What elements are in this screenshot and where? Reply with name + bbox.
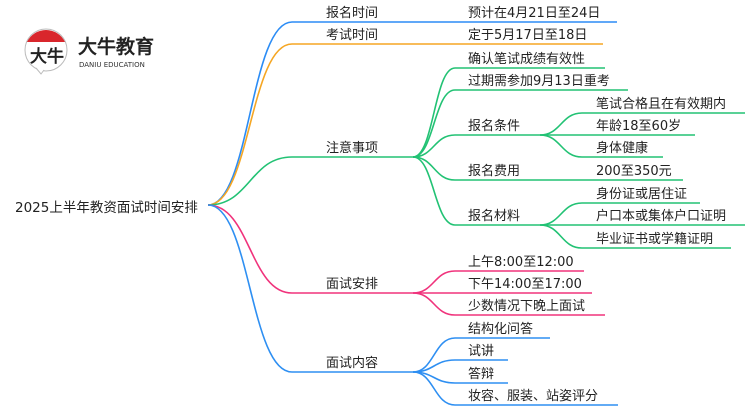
branch-node[interactable]: 考试时间 — [326, 28, 378, 43]
branch-node[interactable]: 报名时间 — [326, 5, 378, 21]
branch-line — [207, 43, 413, 206]
branch-node[interactable]: 注意事项 — [326, 140, 378, 156]
root-node[interactable]: 2025上半年教资面试时间安排 — [15, 200, 198, 216]
child-node[interactable]: 确认笔试成绩有效性 — [468, 51, 585, 67]
branch-node[interactable]: 面试安排 — [326, 277, 378, 292]
child-node[interactable]: 妆容、服装、站姿评分 — [468, 388, 598, 404]
leaf-node[interactable]: 年龄18至60岁 — [596, 119, 681, 134]
child-node[interactable]: 报名条件 — [468, 118, 520, 134]
branch-line — [207, 21, 413, 206]
leaf-node[interactable]: 定于5月17日至18日 — [468, 28, 587, 43]
child-node[interactable]: 报名费用 — [468, 163, 520, 179]
branch-line — [207, 204, 413, 294]
child-node[interactable]: 上午8:00至12:00 — [468, 255, 574, 270]
child-line — [412, 134, 540, 158]
branch-line — [207, 204, 413, 373]
logo-cn: 大牛教育 — [78, 35, 154, 58]
child-line — [412, 371, 618, 406]
branch-node[interactable]: 面试内容 — [326, 355, 378, 371]
branch-line — [207, 156, 413, 206]
logo-mark-icon: 大牛 大牛教育 DANIU EDUCATION — [24, 28, 154, 75]
leaf-node[interactable]: 200至350元 — [596, 164, 672, 179]
child-line — [412, 67, 605, 158]
child-node[interactable]: 报名材料 — [468, 208, 520, 224]
leaf-node[interactable]: 身份证或居住证 — [596, 186, 687, 202]
child-line — [412, 156, 540, 181]
leaf-node[interactable]: 预计在4月21日至24日 — [468, 6, 600, 21]
child-node[interactable]: 过期需参加9月13日重考 — [468, 73, 610, 89]
logo-mark-text: 大牛 — [30, 46, 64, 67]
child-node[interactable]: 少数情况下晚上面试 — [468, 299, 585, 314]
child-node[interactable]: 试讲 — [468, 344, 494, 359]
leaf-node[interactable]: 笔试合格且在有效期内 — [596, 96, 726, 112]
leaf-node[interactable]: 户口本或集体户口证明 — [596, 208, 726, 224]
leaf-node[interactable]: 身体健康 — [596, 140, 648, 156]
logo: 大牛 大牛教育 DANIU EDUCATION — [22, 28, 172, 75]
child-node[interactable]: 结构化问答 — [468, 321, 533, 337]
leaf-line — [539, 224, 731, 249]
child-line — [412, 89, 628, 158]
child-line — [412, 156, 540, 226]
leaf-node[interactable]: 毕业证书或学籍证明 — [596, 231, 713, 247]
logo-en: DANIU EDUCATION — [79, 61, 145, 69]
leaf-line — [539, 134, 663, 158]
child-line — [412, 292, 605, 316]
child-node[interactable]: 下午14:00至17:00 — [468, 277, 582, 292]
child-node[interactable]: 答辩 — [468, 366, 494, 382]
